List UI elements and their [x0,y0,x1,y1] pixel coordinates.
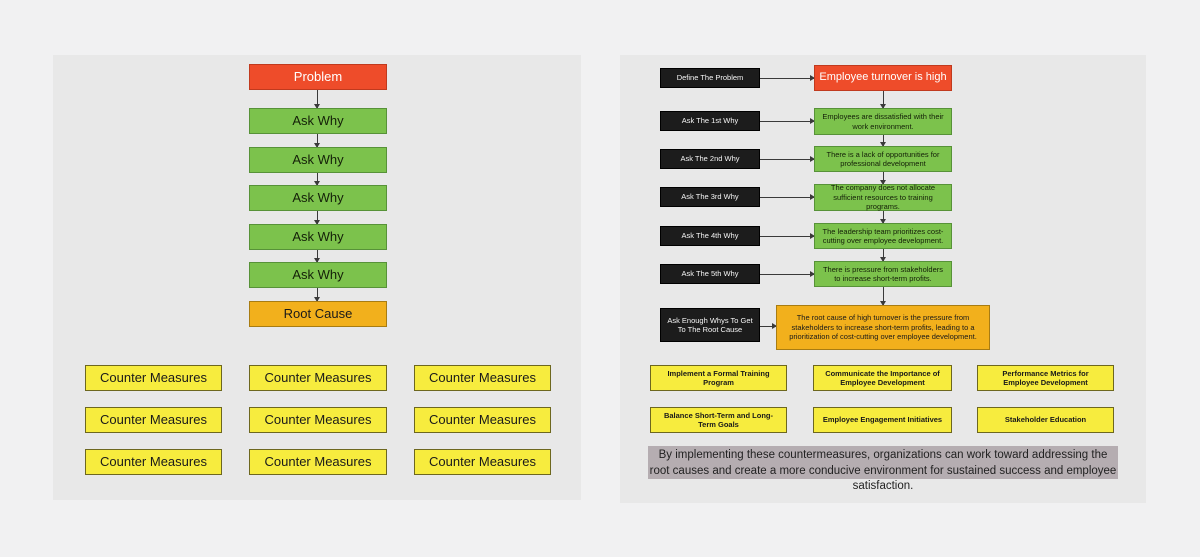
step-label-node: Ask Enough Whys To Get To The Root Cause [660,308,760,342]
arrow-down [880,172,886,185]
counter-measure-node: Implement a Formal Training Program [650,365,787,391]
root-cause-node: Root Cause [249,301,387,327]
step-label-node: Define The Problem [660,68,760,88]
template-panel: Problem Ask Why Ask Why Ask Why Ask Why … [53,55,581,500]
counter-measure-node: Performance Metrics for Employee Develop… [977,365,1114,391]
ask-why-node: Ask Why [249,224,387,250]
counter-measure-node: Counter Measures [249,407,387,433]
ask-why-node: Ask Why [249,185,387,211]
summary-text: By implementing these countermeasures, o… [648,446,1118,495]
arrow-down [880,287,886,306]
step-label-node: Ask The 2nd Why [660,149,760,169]
step-label-node: Ask The 3rd Why [660,187,760,207]
example-panel: Define The Problem Ask The 1st Why Ask T… [620,55,1146,503]
ask-why-node: Ask Why [249,108,387,134]
problem-node: Problem [249,64,387,90]
counter-measure-node: Stakeholder Education [977,407,1114,433]
counter-measure-node: Counter Measures [85,449,222,475]
counter-measure-node: Employee Engagement Initiatives [813,407,952,433]
root-cause-node: The root cause of high turnover is the p… [776,305,990,350]
counter-measure-node: Counter Measures [249,365,387,391]
arrow-right [760,323,777,329]
step-label-node: Ask The 4th Why [660,226,760,246]
counter-measure-node: Counter Measures [85,407,222,433]
step-label-node: Ask The 1st Why [660,111,760,131]
counter-measure-node: Counter Measures [414,449,551,475]
ask-why-node: Ask Why [249,147,387,173]
arrow-right [760,194,815,200]
why-answer-node: The company does not allocate sufficient… [814,183,952,211]
arrow-down [880,135,886,147]
counter-measure-node: Counter Measures [414,407,551,433]
arrow-down [880,249,886,262]
arrow-right [760,75,815,81]
counter-measure-node: Counter Measures [249,449,387,475]
why-answer-node: Employees are dissatisfied with their wo… [814,108,952,135]
why-answer-node: The leadership team prioritizes cost-cut… [814,223,952,249]
counter-measure-node: Counter Measures [85,365,222,391]
counter-measure-node: Balance Short-Term and Long-Term Goals [650,407,787,433]
ask-why-node: Ask Why [249,262,387,288]
arrow-down [314,173,320,186]
arrow-down [314,134,320,148]
counter-measure-node: Communicate the Importance of Employee D… [813,365,952,391]
step-label-node: Ask The 5th Why [660,264,760,284]
counter-measure-node: Counter Measures [414,365,551,391]
problem-node: Employee turnover is high [814,65,952,91]
arrow-down [314,250,320,263]
arrow-right [760,233,815,239]
arrow-down [880,91,886,109]
arrow-right [760,271,815,277]
why-answer-node: There is pressure from stakeholders to i… [814,261,952,287]
arrow-right [760,118,815,124]
arrow-down [880,211,886,224]
arrow-down [314,211,320,225]
arrow-down [314,90,320,109]
arrow-down [314,288,320,302]
why-answer-node: There is a lack of opportunities for pro… [814,146,952,172]
arrow-right [760,156,815,162]
